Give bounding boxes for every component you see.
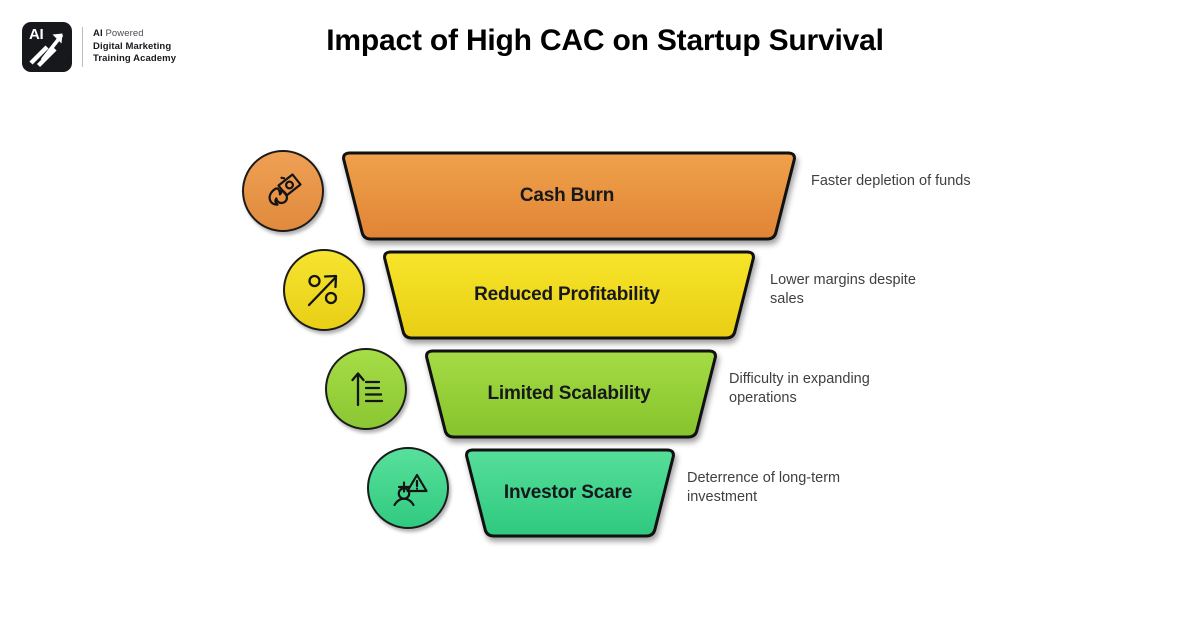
stage-description: Deterrence of long-term investment <box>687 470 841 505</box>
funnel-stage-limited-scalability[interactable]: Limited Scalability Difficulty in expand… <box>0 348 1200 448</box>
funnel-stage-investor-scare[interactable]: Investor Scare Deterrence of long-term i… <box>0 447 1200 547</box>
stage-description: Lower margins despite sales <box>770 272 916 307</box>
upward-arrow-icon <box>29 33 63 68</box>
brand-divider <box>82 27 83 67</box>
stage-band-shape <box>424 348 718 440</box>
funnel-stage-cash-burn[interactable]: Cash Burn Faster depletion of funds <box>0 150 1200 250</box>
brand-mark-tile: AI <box>22 22 72 72</box>
burning-money-icon <box>268 173 302 206</box>
funnel-band-trapezoid <box>425 349 717 439</box>
brand-logo: AI AI Powered Digital Marketing Training… <box>22 22 176 72</box>
funnel-stage-reduced-profitability[interactable]: Reduced Profitability Lower margins desp… <box>0 249 1200 349</box>
stage-icon-badge <box>367 447 449 529</box>
stage-description: Faster depletion of funds <box>811 173 971 189</box>
header: AI AI Powered Digital Marketing Training… <box>0 0 1200 95</box>
brand-line-2: Digital Marketing <box>93 40 172 52</box>
arrow-bars-scalability-icon <box>351 372 384 407</box>
funnel-band-trapezoid <box>383 250 755 340</box>
funnel-band-trapezoid <box>465 448 675 538</box>
stage-description: Difficulty in expanding operations <box>729 371 870 406</box>
stage-band-shape <box>382 249 756 341</box>
percent-up-arrow-icon <box>307 274 338 307</box>
brand-mark-ai-text: AI <box>29 26 44 43</box>
stage-icon-badge <box>325 348 407 430</box>
stage-icon-badge <box>283 249 365 331</box>
page-title: Impact of High CAC on Startup Survival <box>326 24 884 57</box>
brand-line-1: AI Powered <box>93 28 144 40</box>
brand-line-3: Training Academy <box>93 53 177 65</box>
stage-band-shape <box>341 150 797 242</box>
funnel-band-trapezoid <box>342 151 796 241</box>
stage-band-shape <box>464 447 676 539</box>
stage-icon-badge <box>242 150 324 232</box>
funnel-diagram: Cash Burn Faster depletion of funds <box>0 140 1200 560</box>
investor-warning-icon <box>393 473 428 507</box>
brand-wordmark: AI Powered Digital Marketing Training Ac… <box>93 28 176 66</box>
